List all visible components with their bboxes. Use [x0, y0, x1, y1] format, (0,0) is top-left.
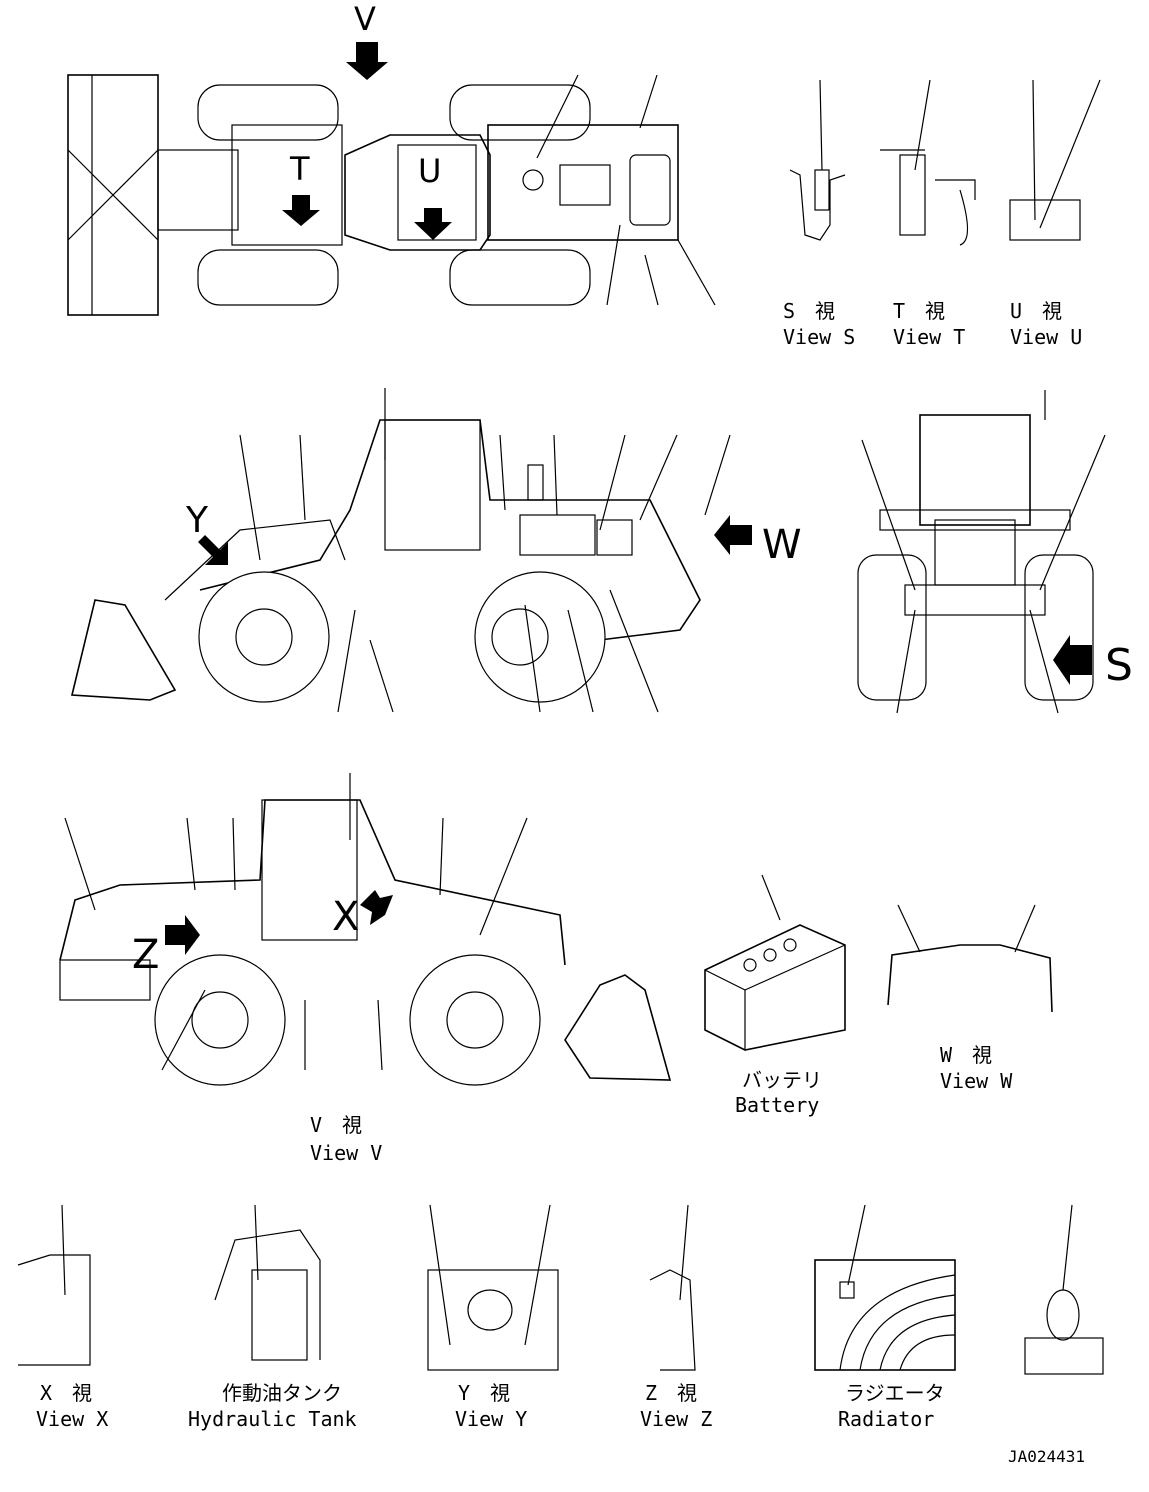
arrow-letter-z: Z: [132, 932, 159, 978]
view-z-jp: Z 視: [645, 1381, 697, 1405]
side-view-left: Z X V 視 View V: [59, 773, 672, 1165]
view-s-jp: S 視: [783, 299, 835, 323]
view-x-en: View X: [36, 1407, 108, 1431]
view-u-en: View U: [1010, 325, 1082, 349]
view-x-jp: X 視: [40, 1381, 92, 1405]
battery-en: Battery: [735, 1093, 819, 1117]
arrow-letter-y: Y: [185, 500, 209, 541]
detail-view-y: Y 視 View Y: [427, 1204, 559, 1431]
detail-view-u: [1009, 79, 1101, 241]
detail-view-hydraulic-tank: 作動油タンク Hydraulic Tank: [188, 1204, 357, 1431]
hydraulic-tank-en: Hydraulic Tank: [188, 1407, 357, 1431]
detail-view-z: Z 視 View Z: [640, 1204, 712, 1431]
view-y-en: View Y: [455, 1407, 527, 1431]
arrow-letter-s: S: [1105, 640, 1133, 691]
drawing-number: JA024431: [1008, 1447, 1085, 1466]
radiator-en: Radiator: [838, 1407, 934, 1431]
view-t-en: View T: [893, 325, 965, 349]
detail-view-x: X 視 View X: [17, 1204, 108, 1431]
view-w-en: View W: [940, 1069, 1013, 1093]
radiator-jp: ラジエータ: [845, 1381, 945, 1405]
view-labels-stu: S 視 View S T 視 View T U 視 View U: [783, 299, 1082, 349]
view-u-jp: U 視: [1010, 299, 1062, 323]
detail-view-w: W 視 View W: [887, 904, 1053, 1093]
view-s-en: View S: [783, 325, 855, 349]
view-w-jp: W 視: [940, 1043, 992, 1067]
arrow-letter-w: W: [762, 522, 802, 568]
top-view: V T U: [67, 0, 716, 316]
arrow-letter-t: T: [289, 150, 310, 188]
detail-view-s: [789, 79, 846, 241]
view-v-en: View V: [310, 1141, 382, 1165]
side-view-right: W Y: [70, 388, 802, 713]
view-v-jp: V 視: [310, 1113, 362, 1137]
battery-jp: バッテリ: [742, 1068, 822, 1092]
view-y-jp: Y 視: [458, 1381, 510, 1405]
arrow-letter-x: X: [332, 894, 359, 940]
arrow-letter-u: U: [418, 152, 441, 190]
rear-view: S: [857, 390, 1133, 714]
detail-view-t: [880, 79, 976, 246]
hydraulic-tank-jp: 作動油タンク: [222, 1381, 342, 1405]
arrow-letter-v: V: [354, 0, 376, 38]
battery-detail: バッテリ Battery: [704, 874, 846, 1117]
view-z-en: View Z: [640, 1407, 712, 1431]
detail-view-radiator: ラジエータ Radiator: [814, 1204, 956, 1431]
view-t-jp: T 視: [893, 299, 945, 323]
detail-view-plate: [1024, 1204, 1104, 1375]
